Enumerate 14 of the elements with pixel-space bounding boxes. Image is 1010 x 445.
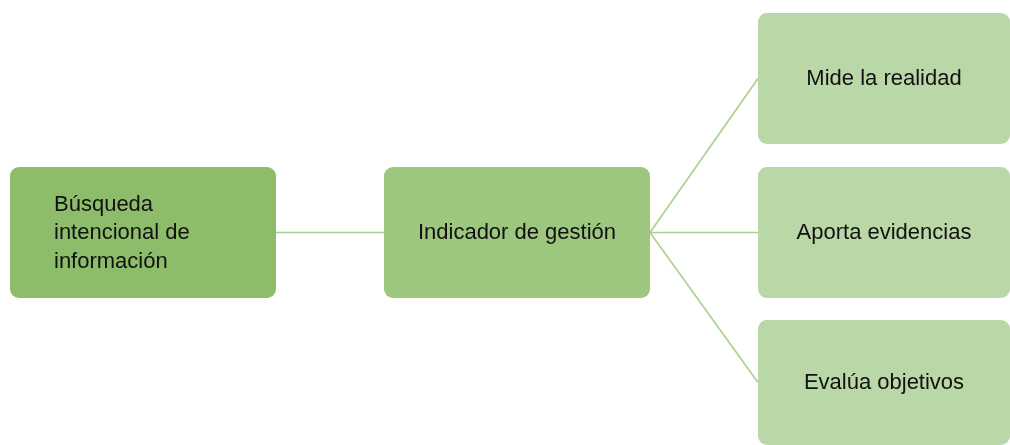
node-label: Indicador de gestión <box>416 218 618 247</box>
node-label: Aporta evidencias <box>795 218 973 247</box>
node-label: Mide la realidad <box>805 64 963 93</box>
connector-line <box>649 231 759 384</box>
node-label: Búsqueda intencional de información <box>54 189 191 275</box>
process-box <box>758 13 1010 144</box>
process-box <box>758 167 1010 298</box>
connector-line <box>649 77 759 234</box>
connector-line <box>649 231 759 234</box>
process-box <box>758 320 1010 445</box>
process-box <box>384 167 650 298</box>
node-label: Evalúa objetivos <box>802 368 966 397</box>
process-box <box>10 167 276 298</box>
connector-line <box>275 231 385 234</box>
